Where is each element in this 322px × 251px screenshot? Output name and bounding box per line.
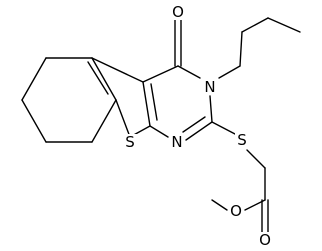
bond-cyclohexane-6 (91, 57, 117, 101)
ester-carbonyl-oxygen-atom: O (258, 231, 272, 249)
carbonyl-oxygen-atom: O (171, 3, 185, 21)
ring-nitrogen-n1-label: N (171, 133, 182, 151)
thioether-sulfur-atom: S (235, 131, 249, 149)
bond-butyl-3 (241, 17, 269, 33)
bond-cyclohexane-5 (91, 99, 117, 143)
bond-pyrimidine-n1-c7a (149, 125, 169, 138)
bond-butyl-2 (239, 31, 243, 67)
thiophene-sulfur-label: S (125, 133, 135, 151)
ester-ether-oxygen-label: O (230, 202, 242, 220)
bond-c2-thioether-s (211, 121, 236, 135)
bond-pyrimidine-c4-n3 (177, 65, 201, 79)
bond-pyrimidine-c7a-c4a (142, 81, 151, 127)
bond-thiophene-c-s (115, 99, 131, 138)
bond-thiophene-c-c-top (91, 57, 144, 83)
bond-pyrimidine-double-inner (150, 83, 158, 121)
bond-thioether-s-ch2 (246, 149, 266, 169)
bond-ester-c-o-ether (244, 199, 266, 211)
carbonyl-oxygen-label: O (172, 3, 184, 21)
bonds (21, 17, 301, 233)
bond-ether-o-methyl (211, 199, 228, 211)
bond-pyrimidine-c2-n1-inner (182, 116, 206, 133)
ring-nitrogen-n3-atom: N (203, 78, 217, 96)
thioether-sulfur-label: S (237, 131, 247, 149)
bond-thiophene-double-inner (87, 61, 109, 95)
bond-pyrimidine-c2-n1-outer (185, 121, 213, 141)
ester-ether-oxygen-atom: O (229, 202, 243, 220)
bond-butyl-4 (267, 17, 301, 33)
ester-carbonyl-oxygen-label: O (259, 231, 271, 249)
bond-cyclohexane-2 (21, 57, 47, 101)
atom-labels: O N N S S O O (123, 3, 272, 249)
ring-nitrogen-n3-label: N (204, 78, 215, 96)
ring-nitrogen-n1-atom: N (170, 133, 184, 151)
bond-pyrimidine-n3-c2 (209, 95, 213, 123)
bond-cyclohexane-3 (21, 99, 47, 143)
thiophene-sulfur-atom: S (123, 133, 137, 151)
bond-butyl-1 (218, 65, 241, 79)
bond-pyrimidine-c4a-c4 (142, 65, 179, 83)
